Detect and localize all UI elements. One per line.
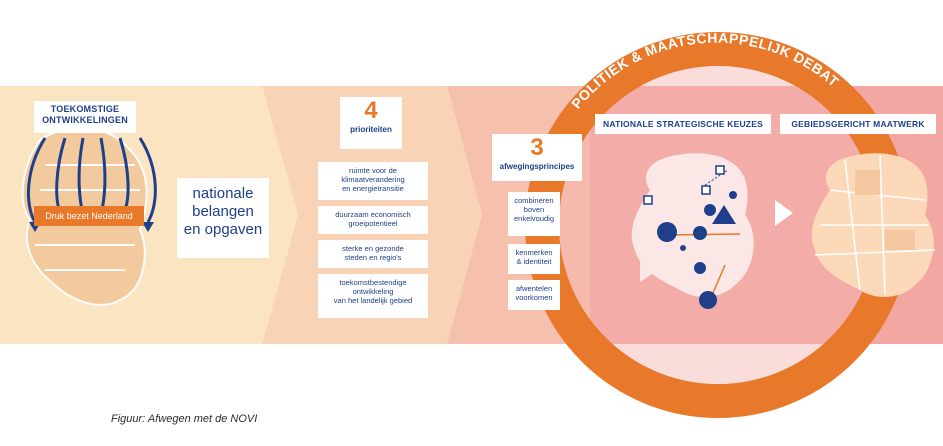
principle-line: afwentelen [515,284,553,293]
future-developments-header: TOEKOMSTIGE ONTWIKKELINGEN [34,101,136,133]
priority-line: ruimte voor de [349,166,397,175]
priority-line: ontwikkeling [352,287,394,296]
priority-line: sterke en gezonde [342,244,404,253]
arrowhead [142,222,154,232]
transition-arrow [775,200,793,226]
marker-square [643,195,653,205]
principle-line: enkelvoudig [513,214,555,223]
interests-line: en opgaven [183,221,263,238]
national-interests-box: nationale belangen en opgaven [177,178,269,258]
principle-line: & identiteit [516,257,552,266]
national-choices-header: NATIONALE STRATEGISCHE KEUZES [595,114,771,134]
header-line: ONTWIKKELINGEN [42,115,128,125]
priorities-label: prioriteiten [350,125,392,134]
marker-circle [693,226,707,240]
principles-header: 3 afwegingsprincipes [492,134,582,181]
priority-line: groeipotentieel [348,219,398,228]
principle-line: boven [523,205,545,214]
figure-caption: Figuur: Afwegen met de NOVI [111,413,258,425]
national-choices-text: NATIONALE STRATEGISCHE KEUZES [603,119,763,129]
header-line: TOEKOMSTIGE [50,104,120,114]
priorities-number: 4 [364,97,378,124]
strategic-markers [643,165,741,309]
marker-triangle [712,205,736,224]
principles-label: afwegingsprincipes [499,162,575,171]
priority-line: toekomstbestendige [339,278,407,287]
area-specific-header: GEBIEDSGERICHT MAATWERK [780,114,936,134]
interests-line: belangen [192,203,254,220]
priority-line: klimaatverandering [341,175,405,184]
pressure-label: Druk bezet Nederland [34,206,144,226]
principle-line: combineren [514,196,554,205]
marker-square [715,165,725,175]
pressure-text: Druk bezet Nederland [45,211,133,221]
marker-circle-large [699,291,717,309]
priorities-header: 4 prioriteiten [340,97,402,149]
nl-map-strategic [631,153,754,297]
marker-circle-large [657,222,677,242]
principle-line: kenmerken [515,248,553,257]
principle-line: voorkomen [515,293,553,302]
marker-circle [704,204,716,216]
marker-circle [729,191,737,199]
area-specific-text: GEBIEDSGERICHT MAATWERK [791,119,925,129]
marker-circle [694,262,706,274]
principle-item: kenmerken& identiteit [508,244,560,274]
marker-circle [680,245,686,251]
priority-line: steden en regio's [344,253,402,262]
priority-line: en energietransitie [342,184,404,193]
nl-map-regional [811,153,936,297]
marker-square [701,185,711,195]
priority-line: van het landelijk gebied [333,296,413,305]
priority-line: duurzaam economisch [335,210,411,219]
interests-line: nationale [192,185,254,202]
principles-number: 3 [530,134,544,161]
